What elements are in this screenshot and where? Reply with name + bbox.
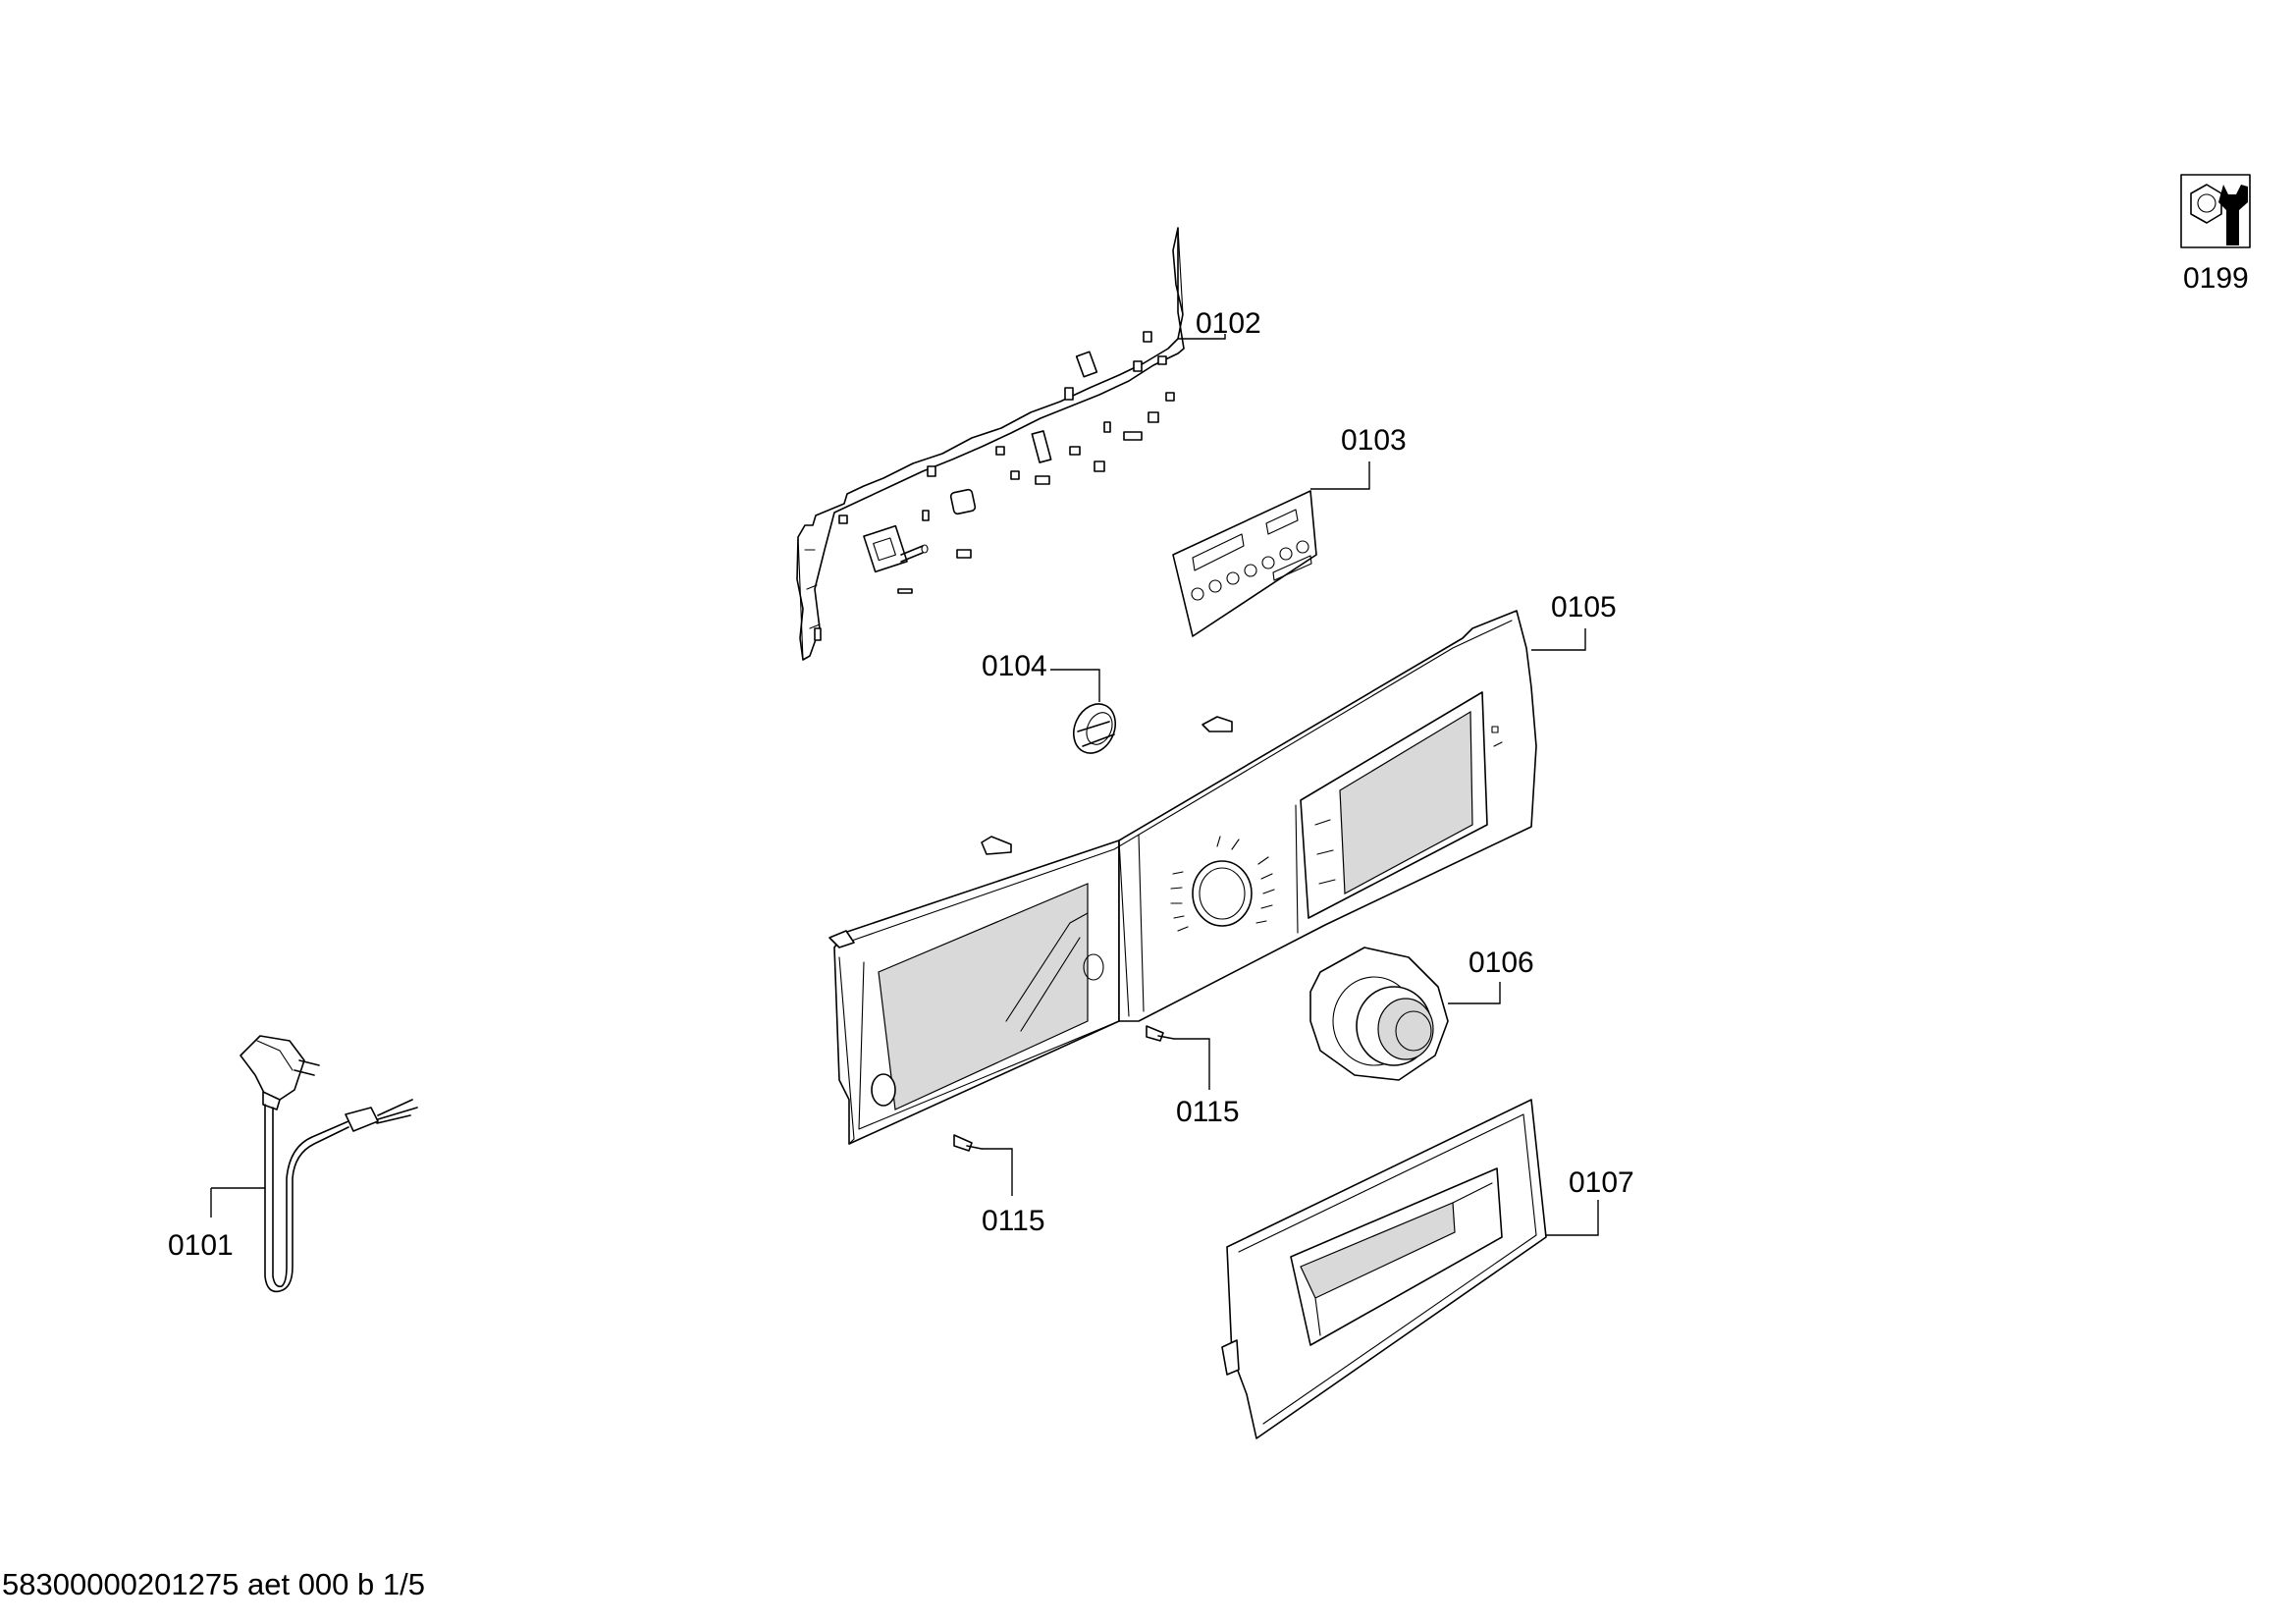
callout-0105: 0105 [1551, 591, 1617, 623]
screw-b [953, 1134, 983, 1152]
power-cord-with-plug [240, 1035, 418, 1293]
callout-0115-a: 0115 [1176, 1096, 1240, 1128]
callout-0199: 0199 [2183, 262, 2249, 295]
callout-0106: 0106 [1468, 947, 1534, 979]
control-panel-fascia [828, 610, 1537, 1145]
program-selector-knob [1309, 947, 1449, 1081]
callout-0103: 0103 [1341, 424, 1407, 457]
light-guide-ring [1073, 703, 1116, 754]
screw-a [1146, 1025, 1175, 1042]
detergent-drawer-handle [1221, 1099, 1547, 1439]
document-code: 58300000201275 aet 000 b 1/5 [2, 1567, 425, 1601]
callout-0107: 0107 [1569, 1166, 1634, 1199]
callout-0101: 0101 [168, 1229, 234, 1262]
control-board-pcb [796, 227, 1185, 661]
callout-0115-b: 0115 [982, 1205, 1045, 1237]
hex-nut-wrench-icon [2180, 174, 2251, 248]
display-overlay-film [1172, 490, 1317, 637]
callout-0102: 0102 [1196, 307, 1261, 340]
callout-0104: 0104 [982, 650, 1047, 682]
